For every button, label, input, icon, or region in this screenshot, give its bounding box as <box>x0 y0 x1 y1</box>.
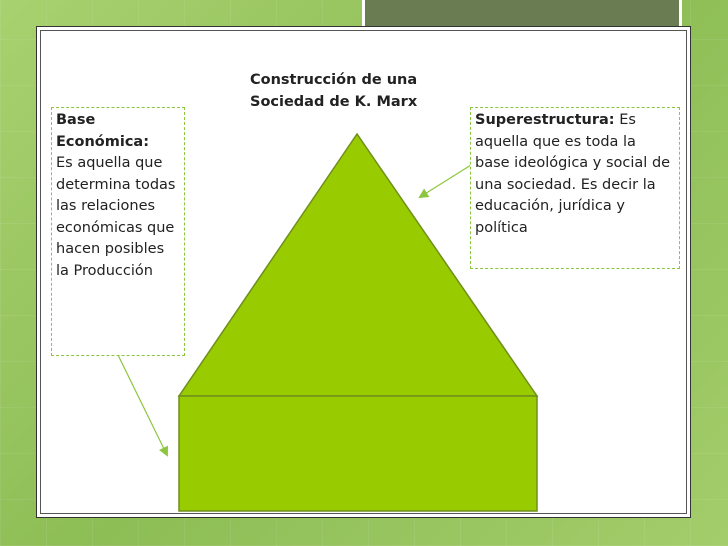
arrow-to-triangle <box>418 164 472 199</box>
superestructura-box: Superestructura: Es aquella que es toda … <box>470 107 680 269</box>
base-economica-box: Base Económica: Es aquella que determina… <box>51 107 185 356</box>
base-economica-heading: Base Económica: <box>56 112 150 150</box>
base-rectangle <box>178 395 538 512</box>
superestructura-heading: Superestructura: <box>475 112 615 128</box>
arrow-to-base <box>117 354 168 457</box>
base-economica-text: Es aquella que determina todas las relac… <box>56 155 176 279</box>
diagram-title: Construcción de una Sociedad de K. Marx <box>250 72 418 110</box>
superestructura-text: Es aquella que es toda la base ideológic… <box>475 112 671 236</box>
